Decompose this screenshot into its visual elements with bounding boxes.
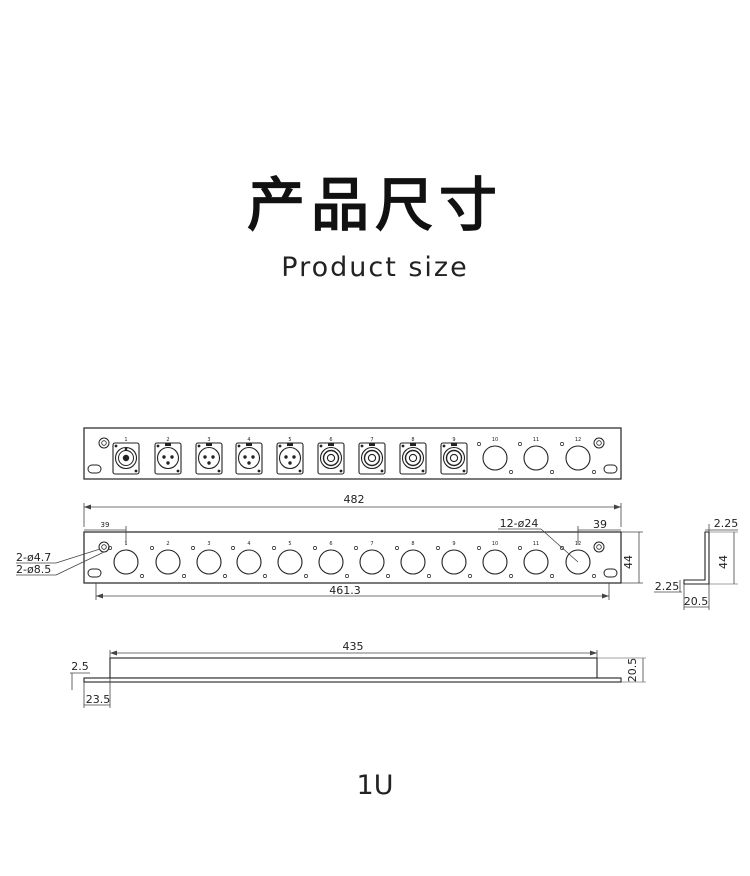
dim-hole-spec: 12-ø24 (498, 517, 579, 563)
connector-number: 10 (492, 437, 498, 443)
connector-hole: 10 (477, 437, 513, 474)
top-view-body (109, 657, 598, 679)
hole-number: 9 (452, 541, 455, 547)
connector-xlr: 3 (195, 437, 223, 475)
footer-label: 1U (356, 770, 394, 801)
hole-panel-outline (83, 531, 622, 584)
top-view-flange (83, 677, 622, 683)
mount-slot (87, 464, 102, 474)
dim-label-side-height: 44 (717, 555, 730, 569)
hole-number: 5 (288, 541, 291, 547)
dim-label-side-bottom: 2.25 (655, 580, 680, 593)
connector-number: 4 (247, 437, 250, 443)
front-panel-outline (83, 427, 622, 480)
panel-hole: 5 (272, 541, 308, 578)
mount-slot (603, 568, 618, 578)
mount-hole (593, 541, 605, 553)
panel-hole: 9 (436, 541, 472, 578)
mount-hole-inner (101, 440, 107, 446)
connector-hole: 12 (560, 437, 596, 474)
dim-mount-holes: 2-ø4.7 2-ø8.5 (16, 548, 105, 576)
panel-hole: 8 (395, 541, 431, 578)
connector-number: 7 (370, 437, 373, 443)
connector-ring: 9 (440, 437, 468, 475)
mount-hole-inner (596, 544, 602, 550)
dim-label-left-offset: 39 (101, 521, 110, 529)
dim-label-right-offset: 39 (593, 518, 607, 531)
dim-label-side-depth: 20.5 (684, 595, 709, 608)
connector-hole: 11 (518, 437, 554, 474)
top-view: 435 2.5 23.5 20.5 (70, 640, 646, 708)
connector-number: 8 (411, 437, 414, 443)
connector-number: 9 (452, 437, 455, 443)
mount-hole (98, 437, 110, 449)
connector-number: 11 (533, 437, 539, 443)
panel-hole: 11 (518, 541, 554, 578)
mount-hole-inner (101, 544, 107, 550)
connector-number: 5 (288, 437, 291, 443)
dim-label-mount-small: 2-ø4.7 (16, 551, 51, 564)
dim-label-overall-width: 482 (344, 493, 365, 506)
connector-number: 3 (207, 437, 210, 443)
mount-hole (593, 437, 605, 449)
panel-hole: 10 (477, 541, 513, 578)
dim-label-top-depth: 20.5 (626, 658, 639, 683)
hole-number: 6 (329, 541, 332, 547)
page-subtitle: Product size (281, 252, 469, 283)
hole-number: 8 (411, 541, 414, 547)
mount-slot (603, 464, 618, 474)
panel-hole: 3 (191, 541, 227, 578)
dim-label-hole-spacing: 461.3 (329, 584, 361, 597)
connector-number: 2 (166, 437, 169, 443)
panel-hole: 4 (231, 541, 267, 578)
dim-left-offset: 39 (84, 521, 127, 544)
connector-ring: 7 (358, 437, 386, 475)
dim-label-top-offset: 23.5 (86, 693, 111, 706)
dim-label-top-width: 435 (343, 640, 364, 653)
hole-number: 7 (370, 541, 373, 547)
page-title: 产品尺寸 (246, 171, 503, 239)
hole-number: 3 (207, 541, 210, 547)
dim-overall-width: 482 (83, 493, 622, 527)
dim-panel-height: 44 (621, 531, 643, 584)
dim-label-top-thickness: 2.5 (71, 660, 89, 673)
hole-number: 10 (492, 541, 498, 547)
connector-ring: 8 (399, 437, 427, 475)
hole-number: 2 (166, 541, 169, 547)
hole-number: 11 (533, 541, 539, 547)
side-profile-outline (683, 531, 710, 585)
mount-hole-inner (596, 440, 602, 446)
panel-hole: 7 (354, 541, 390, 578)
panel-hole: 2 (150, 541, 186, 578)
connector-speakon: 1 (112, 437, 140, 475)
connector-xlr: 2 (154, 437, 182, 475)
dim-label-side-thickness: 2.25 (714, 517, 739, 530)
connector-number: 6 (329, 437, 332, 443)
connector-ring: 6 (317, 437, 345, 475)
connector-xlr: 4 (235, 437, 263, 475)
dim-right-offset: 39 (577, 518, 621, 544)
dim-hole-spacing: 461.3 (95, 583, 610, 600)
panel-hole: 6 (313, 541, 349, 578)
dim-label-panel-height: 44 (622, 555, 635, 569)
mount-slot (87, 568, 102, 578)
dim-label-hole-spec: 12-ø24 (500, 517, 539, 530)
side-profile: 2.25 44 2.25 20.5 (654, 517, 738, 610)
dim-label-mount-large: 2-ø8.5 (16, 563, 51, 576)
connector-number: 12 (575, 437, 581, 443)
connector-number: 1 (124, 437, 127, 443)
connector-xlr: 5 (276, 437, 304, 475)
hole-number: 4 (247, 541, 250, 547)
